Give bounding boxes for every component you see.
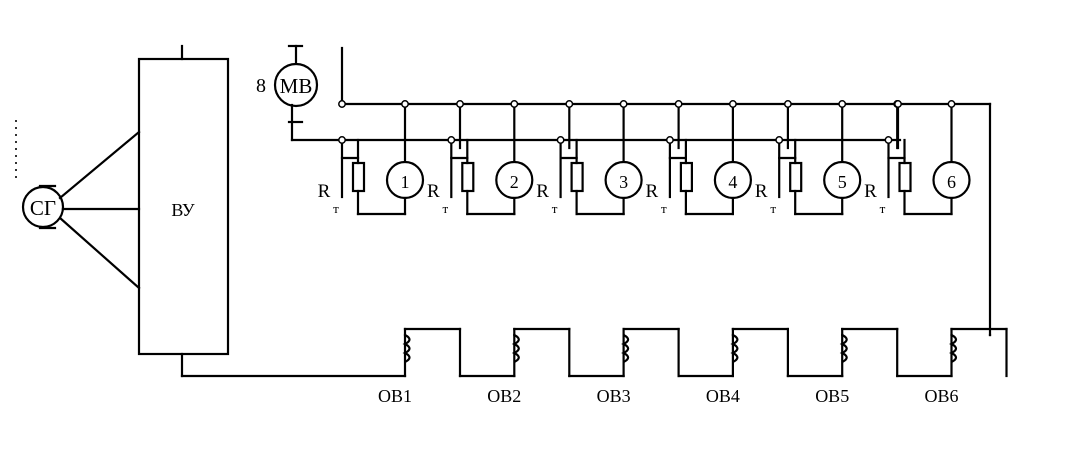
winding-coil <box>511 334 520 363</box>
resistor-subscript: т <box>552 201 558 216</box>
motor-unit-2: 2Rт <box>427 100 574 216</box>
junction-node <box>401 100 409 108</box>
winding-label: ОВ4 <box>706 386 740 406</box>
motor-unit-3: 3Rт <box>536 100 683 216</box>
winding-2: ОВ2 <box>458 327 571 406</box>
resistor-label: R <box>646 181 659 202</box>
bus-lines <box>290 46 992 337</box>
motor-number: 4 <box>728 172 737 192</box>
motor-number: 5 <box>838 172 847 192</box>
winding-coil <box>402 334 411 363</box>
resistor-subscript: т <box>333 201 339 216</box>
winding-6: ОВ6 <box>896 327 1008 406</box>
thermoresistor <box>679 161 694 193</box>
resistor-label: R <box>427 181 440 202</box>
junction-node <box>894 100 902 108</box>
winding-3: ОВ3 <box>568 327 680 406</box>
thermoresistor <box>898 161 912 193</box>
motor-unit-1: 1Rт <box>318 100 464 216</box>
winding-coil <box>621 334 630 363</box>
field-windings: ОВ1 ОВ2 ОВ3 ОВ4 ОВ5 ОВ6 <box>180 327 1008 406</box>
motor-number: 1 <box>401 172 410 192</box>
resistor-label: R <box>864 181 877 202</box>
motor-number: 3 <box>619 172 628 192</box>
junction-node <box>565 100 574 108</box>
winding-label: ОВ1 <box>378 386 412 406</box>
generator-label: СГ <box>30 196 56 220</box>
junction-node <box>665 136 674 144</box>
winding-label: ОВ6 <box>924 386 958 406</box>
motor-number: 2 <box>510 172 519 192</box>
junction-node <box>838 100 847 108</box>
junction-node <box>456 100 464 108</box>
resistor-label: R <box>536 181 549 202</box>
winding-label: ОВ3 <box>597 386 631 406</box>
thermoresistor <box>570 161 584 193</box>
winding-5: ОВ5 <box>786 327 899 406</box>
thermoresistor <box>461 161 475 193</box>
resistor-subscript: т <box>661 201 667 216</box>
junction-node <box>510 100 519 108</box>
resistor-subscript: т <box>770 201 776 216</box>
rectifier-label: ВУ <box>171 200 195 220</box>
winding-label: ОВ2 <box>487 386 521 406</box>
motor-fan-label: МВ <box>280 74 313 98</box>
winding-label: ОВ5 <box>815 386 849 406</box>
winding-coil <box>839 334 848 363</box>
motor-fan-number: 8 <box>256 75 266 97</box>
junction-node <box>674 100 683 108</box>
junction-node <box>783 100 792 108</box>
winding-4: ОВ4 <box>677 327 790 406</box>
motor-number: 6 <box>947 172 956 192</box>
thermoresistor <box>789 161 803 193</box>
resistor-label: R <box>318 181 331 202</box>
junction-node <box>947 100 956 108</box>
junction-node <box>619 100 628 108</box>
junction-node <box>338 100 346 108</box>
winding-1: ОВ1 <box>180 327 462 406</box>
motor-unit-4: 4Rт <box>646 100 792 216</box>
resistor-subscript: т <box>880 201 886 216</box>
junction-node <box>556 136 565 144</box>
winding-coil <box>949 334 958 363</box>
junction-node <box>338 136 346 144</box>
junction-node <box>728 100 737 108</box>
resistor-subscript: т <box>442 201 448 216</box>
resistor-label: R <box>755 181 768 202</box>
junction-node <box>447 136 456 144</box>
thermoresistor <box>351 161 366 193</box>
motor-unit-6: 6 Rт <box>864 100 971 216</box>
junction-node <box>884 136 893 144</box>
generator: СГ <box>21 184 65 230</box>
generator-phase-lines <box>58 130 141 290</box>
motor-unit-5: 5Rт <box>755 100 902 216</box>
motor-fan: МВ 8 <box>256 44 319 142</box>
winding-coil <box>730 334 739 363</box>
rectifier: ВУ <box>137 44 230 356</box>
junction-node <box>775 136 784 144</box>
